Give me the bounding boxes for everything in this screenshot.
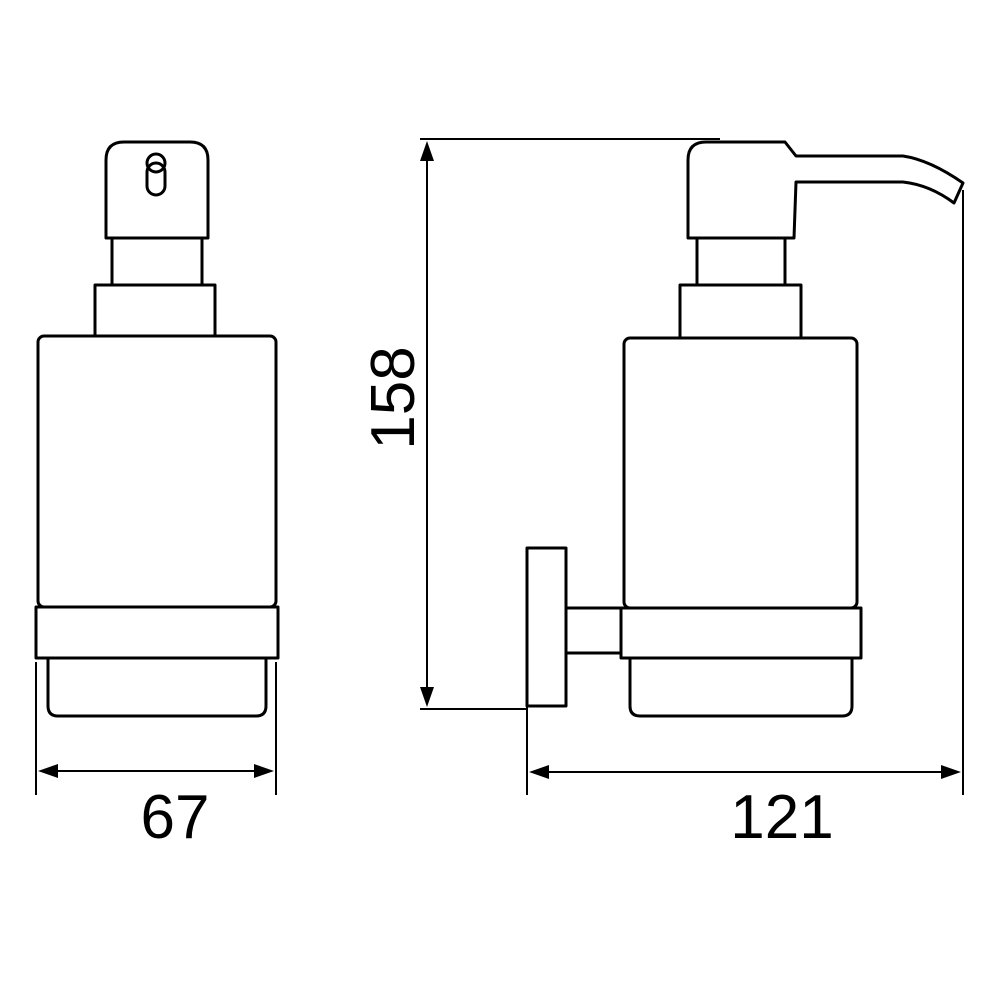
side-collar xyxy=(678,283,803,340)
front-holder-ring xyxy=(34,605,280,660)
front-base xyxy=(46,656,268,718)
front-collar xyxy=(93,283,217,338)
side-base xyxy=(628,656,854,718)
front-width-dimension xyxy=(35,662,277,795)
wall-plate xyxy=(525,546,568,708)
front-width-label: 67 xyxy=(141,783,210,852)
front-pump-knob xyxy=(145,152,167,197)
side-pump-head xyxy=(686,140,965,240)
side-bottle xyxy=(622,336,859,610)
front-bottle xyxy=(36,334,278,609)
front-neck xyxy=(110,236,204,287)
holder-arm xyxy=(564,606,623,655)
side-view xyxy=(525,140,965,718)
side-width-label: 121 xyxy=(730,783,833,852)
height-label: 158 xyxy=(359,346,428,449)
side-neck xyxy=(695,236,787,287)
side-width-dimension xyxy=(526,190,964,795)
front-pump-head xyxy=(104,140,210,240)
side-holder-ring xyxy=(619,606,863,660)
front-view xyxy=(34,140,280,718)
height-dimension xyxy=(420,138,720,710)
